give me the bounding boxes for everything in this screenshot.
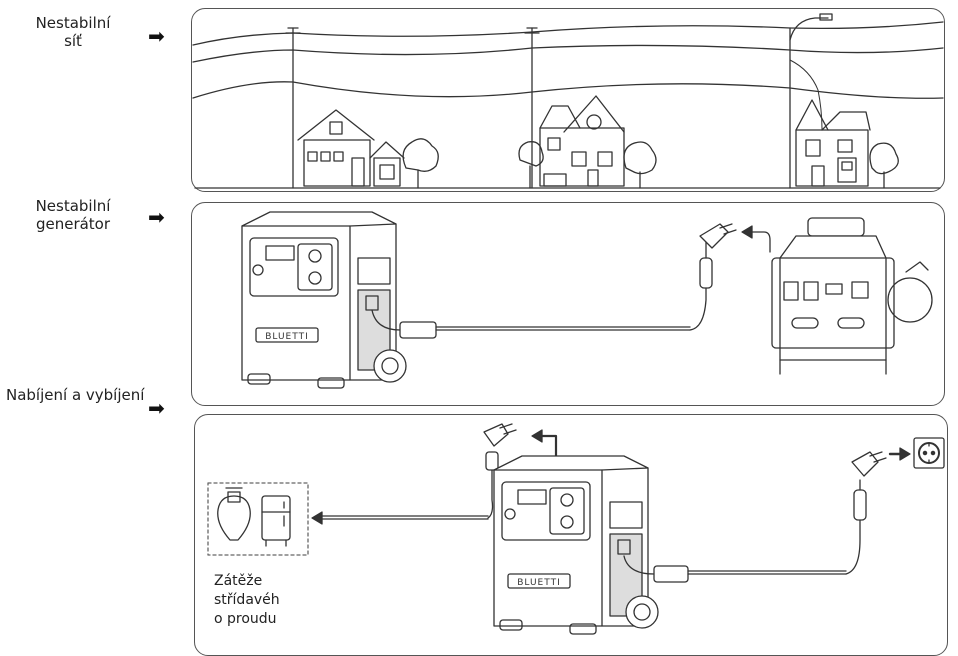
right-arrow-icon: ➡ xyxy=(148,24,165,48)
tree-icon xyxy=(869,142,899,189)
power-line xyxy=(192,81,944,99)
grid-label-line1: Nestabilní xyxy=(35,14,111,32)
grid-label: Nestabilní síť xyxy=(28,14,118,50)
power-line xyxy=(192,44,944,63)
load-group xyxy=(207,482,309,556)
arrow-icon xyxy=(747,231,771,253)
utility-pole xyxy=(524,27,540,189)
ac-input-cable xyxy=(623,479,867,583)
generator-icon xyxy=(771,217,933,375)
generator-label: Nestabilní generátor xyxy=(28,197,118,233)
arrow-head-icon xyxy=(899,447,911,461)
power-station-icon: BLUETTI xyxy=(241,211,407,389)
house-icon xyxy=(795,99,871,187)
brand-label: BLUETTI xyxy=(517,578,561,588)
plug-icon xyxy=(483,423,517,447)
right-arrow-icon: ➡ xyxy=(148,205,165,229)
house-icon xyxy=(297,109,405,187)
brand-label: BLUETTI xyxy=(265,332,309,342)
ac-load-caption-line3: o proudu xyxy=(214,611,277,627)
refrigerator-icon xyxy=(261,495,291,547)
grid-label-line2: síť xyxy=(64,32,82,50)
tree-icon xyxy=(518,141,544,189)
ac-output-cable xyxy=(311,451,499,525)
house-icon xyxy=(539,95,625,187)
right-arrow-icon: ➡ xyxy=(148,396,165,420)
ac-load-caption-line2: střídavéh xyxy=(214,592,280,608)
power-line xyxy=(192,21,944,46)
power-outlet-icon xyxy=(913,437,945,469)
power-station-icon: BLUETTI xyxy=(493,455,659,635)
arrow-head-icon xyxy=(531,429,543,443)
ac-load-caption-line1: Zátěže xyxy=(214,573,263,589)
charge-discharge-label: Nabíjení a vybíjení xyxy=(6,386,145,404)
ac-load-caption: Zátěže střídavéh o proudu xyxy=(214,572,280,629)
diagram-art: BLUETTI xyxy=(192,13,945,635)
cable xyxy=(371,235,713,339)
generator-label-line2: generátor xyxy=(35,215,111,233)
lightbulb-icon xyxy=(217,487,251,541)
tree-icon xyxy=(402,138,439,189)
plug-icon xyxy=(699,223,737,249)
tree-icon xyxy=(623,141,657,189)
arrow-head-icon xyxy=(741,225,753,239)
plug-icon xyxy=(851,451,887,477)
generator-label-line1: Nestabilní xyxy=(35,197,111,215)
utility-pole xyxy=(285,27,301,189)
